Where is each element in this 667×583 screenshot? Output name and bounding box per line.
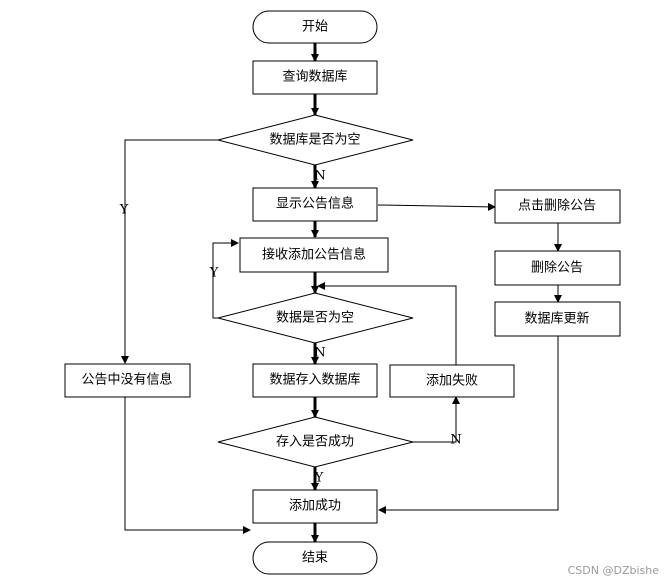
db-empty-decision: [217, 114, 414, 166]
receive-add-box: [239, 237, 389, 273]
save-to-db-label: 数据存入数据库: [269, 372, 360, 388]
start-terminal: [252, 10, 378, 44]
data-empty-decision: [217, 292, 414, 344]
edge-show-click-delete: [377, 202, 496, 211]
click-delete-box: [494, 189, 621, 224]
edge-fail-retry: [317, 282, 457, 365]
edge-data-check-yes-loop: [212, 239, 239, 319]
no-notice-box: [64, 363, 191, 398]
delete-notice-label: 删除公告: [531, 261, 583, 276]
edge-no-notice-end: [124, 397, 251, 534]
save-yes-label: Y: [314, 471, 324, 486]
query-db-label: 查询数据库: [282, 69, 347, 85]
add-fail-label: 添加失败: [426, 374, 478, 389]
no-notice-label: 公告中没有信息: [81, 372, 172, 388]
delete-notice-box: [494, 250, 621, 286]
db-empty-no-label: N: [314, 169, 325, 184]
data-empty-yes-label: Y: [209, 266, 219, 281]
save-success-decision: [217, 416, 414, 468]
query-db-box: [252, 60, 378, 95]
save-to-db-box: [252, 363, 378, 398]
edge-check-no-notice: [121, 139, 218, 364]
db-update-box: [494, 301, 621, 337]
show-notice-label: 显示公告信息: [276, 196, 354, 212]
add-success-box: [252, 489, 378, 524]
save-no-label: N: [450, 433, 461, 448]
show-notice-box: [252, 187, 378, 222]
data-empty-no-label: N: [314, 346, 325, 361]
connectors: [121, 43, 562, 543]
start-label: 开始: [302, 20, 328, 35]
data-empty-label: 数据是否为空: [276, 311, 354, 326]
edge-labels: Y N Y N N Y: [119, 169, 462, 486]
watermark: CSDN @DZbishe: [567, 564, 659, 577]
nodes: [64, 10, 621, 575]
edge-update-success: [378, 336, 559, 514]
add-success-label: 添加成功: [289, 499, 341, 514]
node-labels: 开始 查询数据库 数据库是否为空 显示公告信息 点击删除公告 删除公告 数据库更…: [81, 20, 596, 566]
receive-add-label: 接收添加公告信息: [262, 247, 366, 263]
save-success-label: 存入是否成功: [276, 435, 354, 450]
end-label: 结束: [302, 551, 328, 566]
db-empty-label: 数据库是否为空: [269, 132, 360, 148]
edge-save-fail: [413, 396, 460, 443]
db-update-label: 数据库更新: [524, 311, 589, 327]
db-empty-yes-label: Y: [119, 203, 129, 218]
click-delete-label: 点击删除公告: [518, 199, 596, 214]
end-terminal: [252, 541, 378, 575]
add-fail-box: [389, 364, 515, 398]
